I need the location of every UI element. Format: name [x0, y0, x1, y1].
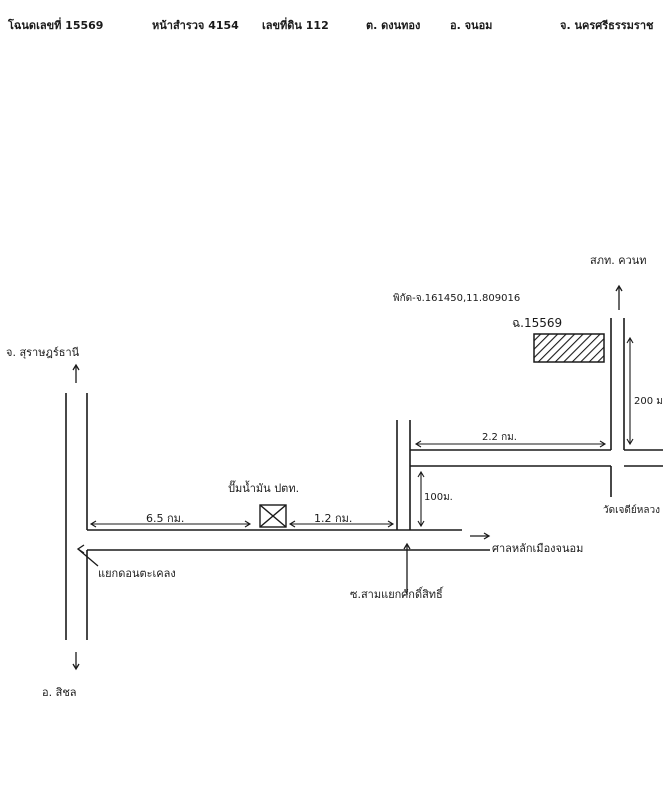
road-connector [396, 318, 663, 531]
label-junction-left: แยกดอนตะเคลง [98, 567, 176, 580]
label-top-right-dest: สภท. ควนท [590, 254, 647, 267]
dimension-lines [89, 336, 634, 528]
survey-page: หน้าสำรวจ 4154 [152, 19, 239, 32]
highway-left [65, 393, 490, 640]
land-parcel [533, 333, 605, 363]
label-left-dest: จ. สุราษฎร์ธานี [6, 346, 80, 359]
direction-arrows [72, 284, 623, 671]
district: อ. จนอม [450, 19, 493, 32]
label-temple: วัดเจดีย์หลวง [603, 504, 660, 516]
label-parcel: ฉ.15569 [512, 316, 562, 330]
label-junction-mid: ซ.สามแยกศักดิ์สิทธิ์ [350, 586, 444, 601]
label-dist-1-2: 1.2 กม. [314, 512, 352, 525]
label-dist-2-2: 2.2 กม. [482, 432, 517, 443]
subdistrict: ต. ดงนทอง [366, 19, 421, 32]
label-shrine: ศาลหลักเมืองจนอม [492, 542, 583, 555]
deed-header: โฉนดเลขที่ 15569 หน้าสำรวจ 4154 เลขที่ดิ… [0, 16, 663, 36]
label-bottom-dest: อ. สิชล [42, 686, 77, 699]
label-gas-station: ปั๊มน้ำมัน ปตท. [228, 480, 299, 495]
land-number: เลขที่ดิน 112 [262, 19, 329, 32]
label-dist-200: 200 ม. [634, 396, 663, 407]
label-dist-100: 100ม. [424, 492, 453, 503]
province: จ. นครศรีธรรมราช [560, 19, 654, 32]
label-coords: พิกัด-จ.161450,11.809016 [393, 293, 520, 304]
label-dist-6-5: 6.5 กม. [146, 512, 184, 525]
deed-number: โฉนดเลขที่ 15569 [8, 19, 104, 32]
gas-station-icon [259, 504, 287, 528]
